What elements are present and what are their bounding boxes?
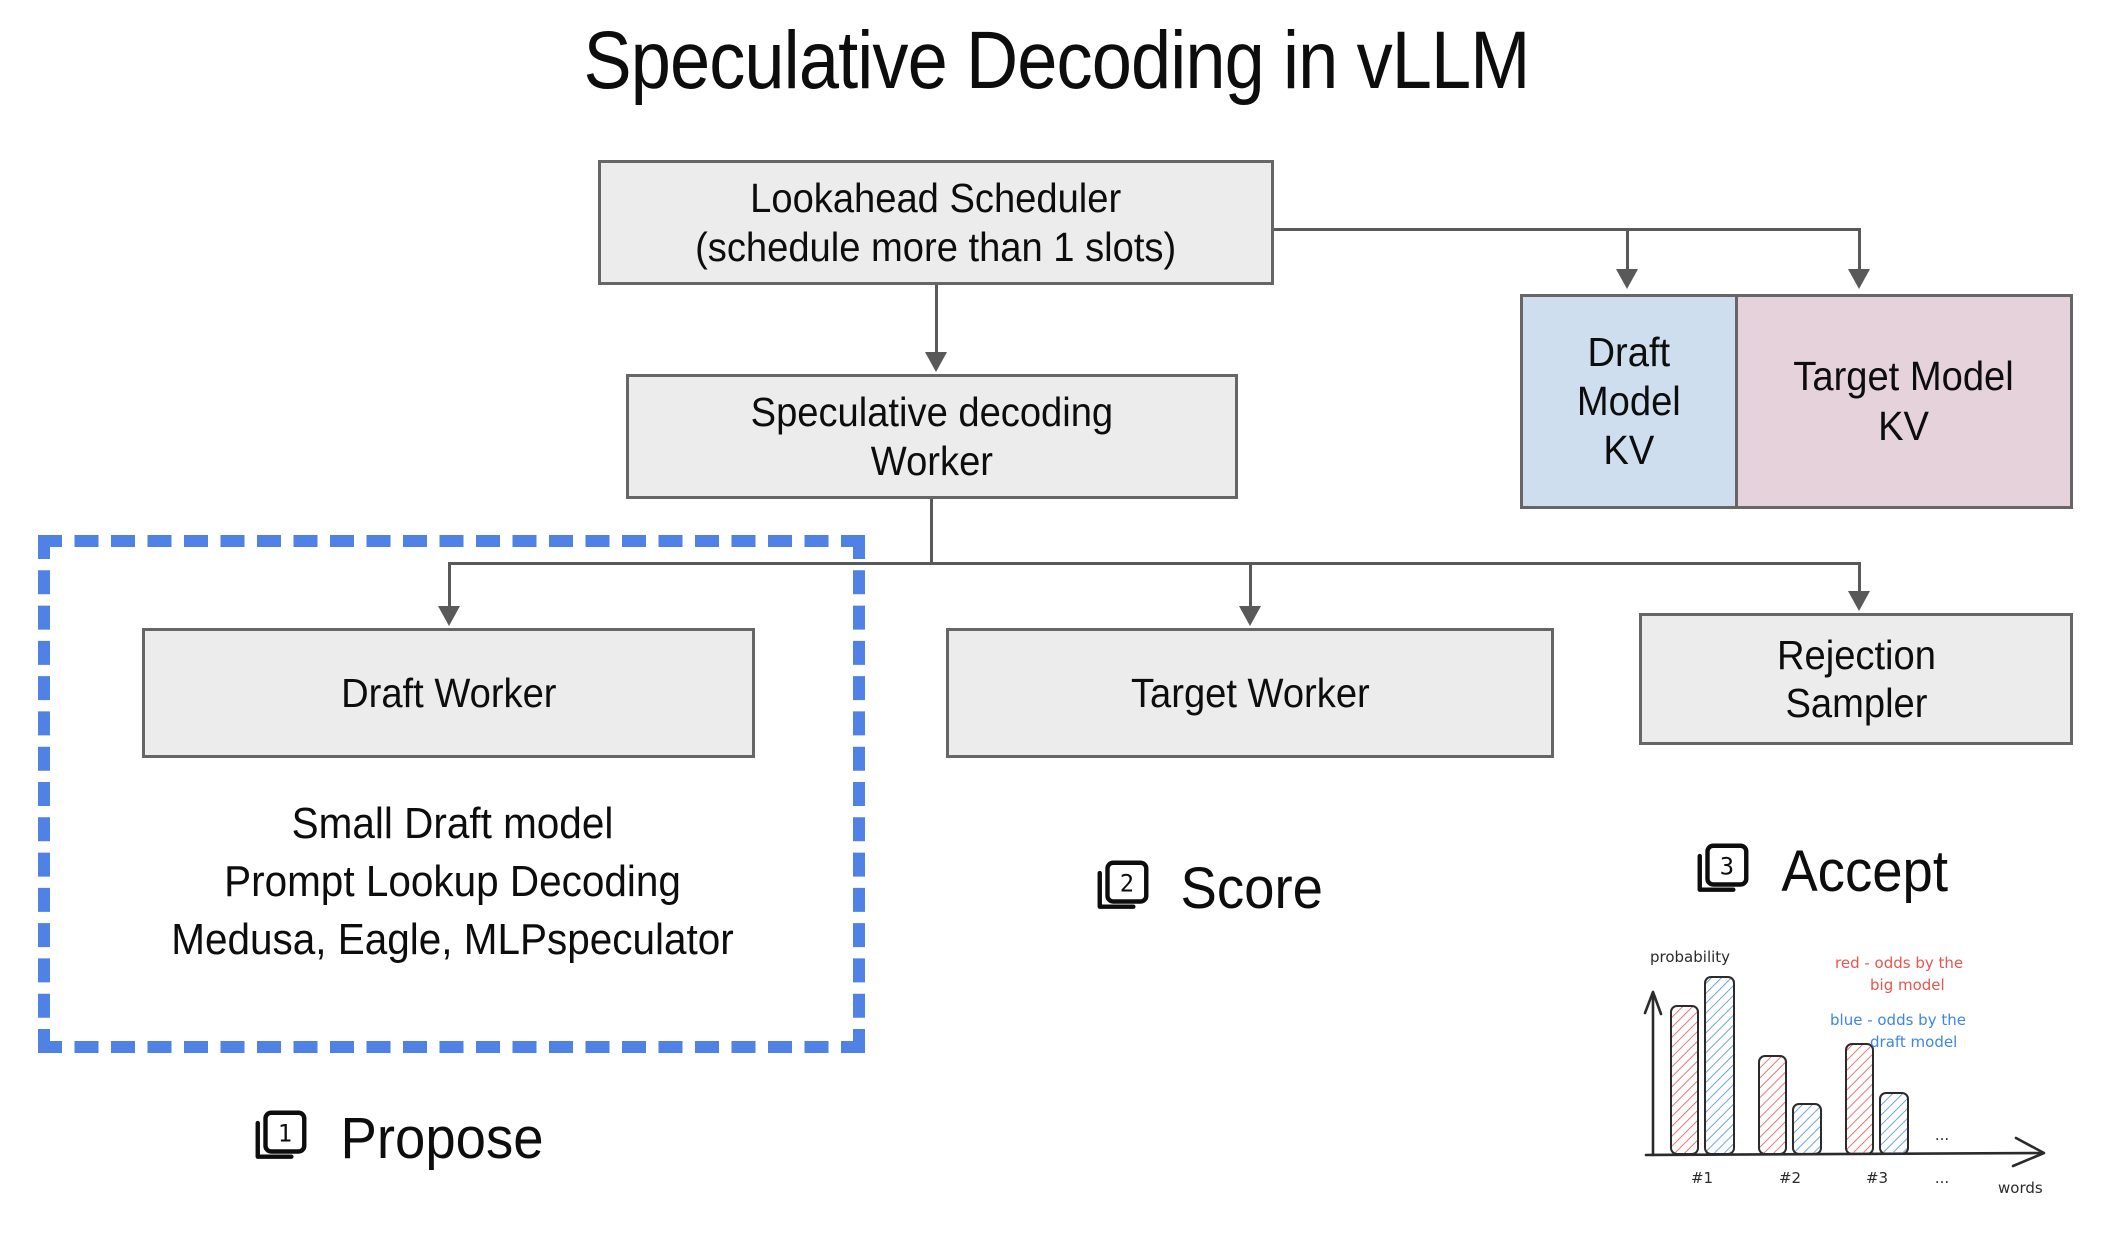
chart-xtick-3: #3 [1866, 1169, 1888, 1187]
draft-worker-details-line3: Medusa, Eagle, MLPspeculator [171, 915, 734, 965]
step-3-accept: 3 Accept [1692, 838, 1953, 905]
draft-worker-details-line2: Prompt Lookup Decoding [224, 857, 681, 907]
step-number-icon: 3 [1692, 838, 1754, 905]
step-number-icon: 1 [250, 1105, 312, 1172]
draft-worker-details-line1: Small Draft model [291, 799, 614, 848]
node-target-worker[interactable]: Target Worker [946, 628, 1554, 758]
arrowhead-specworker [925, 352, 947, 372]
node-target-worker-label: Target Worker [1130, 669, 1370, 716]
edge-bus-to-targetworker [1249, 562, 1252, 607]
kv-draft-model[interactable]: Draft Model KV [1523, 297, 1738, 506]
arrowhead-target-worker [1239, 606, 1261, 626]
edge-bus-to-targetkv [1858, 228, 1861, 270]
kv-draft-model-line3: KV [1603, 427, 1655, 474]
arrowhead-target-kv [1848, 269, 1870, 289]
accept-probability-chart: probability words #1 #2 #3 ... ... red -… [1620, 940, 2090, 1240]
svg-text:2: 2 [1120, 870, 1134, 898]
chart-bar-red-2 [1758, 1055, 1787, 1155]
kv-draft-model-line1: Draft [1587, 328, 1671, 375]
chart-bar-blue-2 [1792, 1103, 1822, 1155]
chart-legend-red-line2: big model [1870, 976, 1945, 994]
propose-highlight-region [38, 535, 865, 1053]
draft-worker-details: Small Draft model Prompt Lookup Decoding… [70, 795, 835, 969]
chart-x-axis-arrowhead [2011, 1136, 2046, 1168]
svg-text:1: 1 [278, 1120, 292, 1148]
chart-xtick-1: #1 [1691, 1169, 1713, 1187]
edge-bottom-bus [448, 562, 1861, 565]
node-speculative-decoding-worker[interactable]: Speculative decoding Worker [626, 374, 1238, 499]
arrowhead-draft-worker [438, 606, 460, 626]
node-lookahead-scheduler-line1: Lookahead Scheduler [750, 175, 1122, 222]
edge-bus-to-rejection [1858, 562, 1861, 592]
node-lookahead-scheduler[interactable]: Lookahead Scheduler (schedule more than … [598, 160, 1274, 285]
node-speculative-decoding-worker-line2: Worker [870, 437, 994, 484]
edge-specworker-down [930, 499, 933, 564]
node-rejection-sampler-line2: Sampler [1785, 680, 1927, 726]
chart-y-axis-arrowhead [1643, 990, 1663, 1016]
kv-target-model-line2: KV [1878, 402, 1930, 449]
chart-bar-red-3 [1845, 1043, 1874, 1155]
edge-scheduler-right [1274, 228, 1861, 231]
node-speculative-decoding-worker-line1: Speculative decoding [750, 389, 1114, 436]
chart-bar-blue-3 [1879, 1092, 1909, 1155]
arrowhead-rejection-sampler [1848, 591, 1870, 611]
kv-draft-model-line2: Model [1577, 377, 1681, 424]
chart-legend-blue-line1: blue - odds by the [1830, 1011, 1966, 1029]
node-draft-worker[interactable]: Draft Worker [142, 628, 755, 758]
chart-svg: probability words #1 #2 #3 ... ... red -… [1643, 948, 2046, 1197]
edge-scheduler-to-specworker [935, 285, 938, 353]
chart-legend-red-line1: red - odds by the [1835, 954, 1963, 972]
node-draft-worker-label: Draft Worker [340, 669, 557, 716]
chart-xtick-4: ... [1935, 1169, 1949, 1187]
chart-x-axis [1644, 1151, 2042, 1157]
page-title: Speculative Decoding in vLLM [583, 15, 1530, 106]
chart-ylabel: probability [1650, 948, 1730, 966]
step-number-icon: 2 [1092, 855, 1154, 922]
kv-target-model[interactable]: Target Model KV [1738, 297, 2070, 506]
arrowhead-draft-kv [1616, 269, 1638, 289]
edge-bus-to-draftworker [448, 562, 451, 607]
chart-legend-blue-line2: draft model [1870, 1033, 1957, 1051]
step-1-label: Propose [340, 1106, 544, 1171]
edge-bus-to-draftkv [1626, 228, 1629, 270]
step-2-score: 2 Score [1092, 855, 1328, 922]
node-rejection-sampler-line1: Rejection [1776, 631, 1936, 678]
step-1-propose: 1 Propose [250, 1105, 550, 1172]
chart-bar-red-1 [1670, 1005, 1699, 1155]
node-lookahead-scheduler-line2: (schedule more than 1 slots) [695, 223, 1177, 270]
kv-target-model-line1: Target Model [1793, 353, 2015, 400]
chart-bar-blue-1 [1704, 976, 1735, 1155]
chart-xlabel: words [1998, 1179, 2043, 1197]
chart-xtick-2: #2 [1779, 1169, 1801, 1187]
chart-annotation-ellipsis: ... [1935, 1126, 1949, 1144]
step-3-label: Accept [1781, 839, 1949, 904]
node-rejection-sampler[interactable]: Rejection Sampler [1639, 613, 2073, 745]
kv-cache-group: Draft Model KV Target Model KV [1520, 294, 2073, 509]
step-2-label: Score [1180, 856, 1323, 921]
svg-text:3: 3 [1720, 853, 1734, 881]
